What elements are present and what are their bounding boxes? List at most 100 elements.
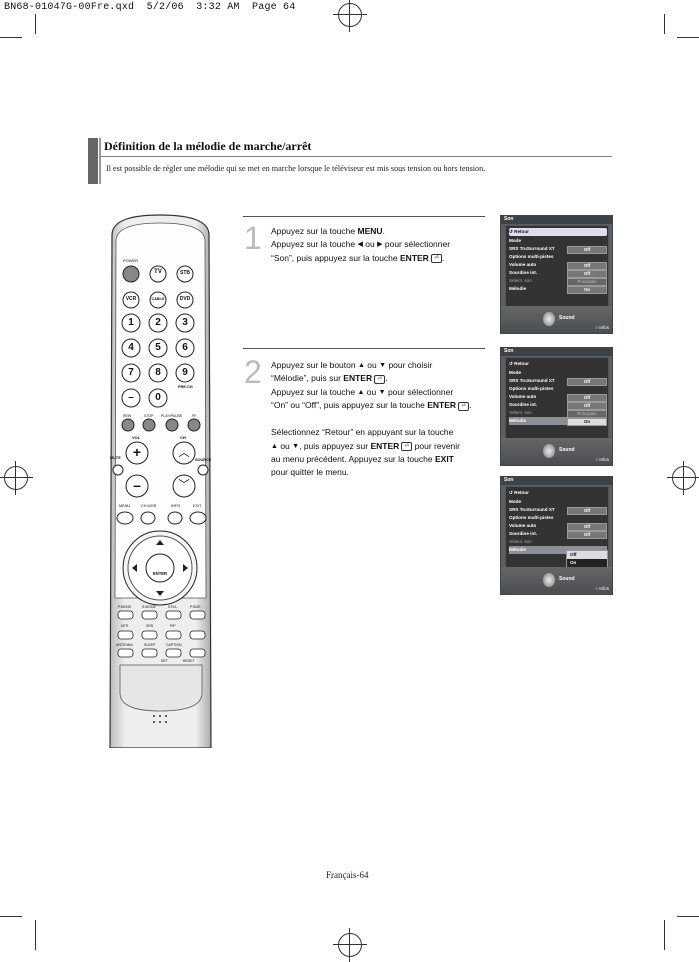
power-button[interactable] <box>123 266 139 282</box>
osd-row-options[interactable]: Options multi-pistes <box>509 386 554 391</box>
digit-4-button[interactable]: 4 <box>128 342 134 353</box>
enter-icon: ⏎ <box>458 401 470 411</box>
osd-info-label: ○ Infos <box>595 586 609 591</box>
step-1-rule <box>243 216 485 217</box>
stb-button[interactable]: STB <box>180 270 190 276</box>
osd-row-mode[interactable]: Mode <box>509 238 521 243</box>
crop-mark <box>35 14 36 34</box>
srs-label: SRS <box>146 624 154 628</box>
digit-1-button[interactable]: 1 <box>128 317 134 328</box>
remote-control <box>109 214 212 748</box>
crop-mark <box>664 14 665 34</box>
dvd-button[interactable]: DVD <box>179 296 191 302</box>
digit-7-button[interactable]: 7 <box>128 367 134 378</box>
registration-mark-bottom <box>333 928 367 962</box>
up-arrow-icon: ▲ <box>271 442 278 450</box>
section-bar <box>88 138 98 184</box>
osd-bottom <box>501 438 612 465</box>
step-2-rule <box>243 348 485 349</box>
chmgr-label: CH MGR <box>141 504 157 508</box>
osd-row-mode[interactable]: Mode <box>509 370 521 375</box>
set-label: SET <box>161 659 168 663</box>
ch-up-button[interactable]: ︿ <box>178 447 190 459</box>
osd-row-mode[interactable]: Mode <box>509 499 521 504</box>
digit-3-button[interactable]: 3 <box>182 317 188 328</box>
osd-row-sourdine[interactable]: Sourdine int.Off <box>509 530 607 539</box>
antenna-label: ANTENNA <box>116 643 133 647</box>
vol-down-button[interactable]: – <box>133 477 141 493</box>
down-arrow-icon: ▼ <box>292 442 300 450</box>
enter-icon: ⏎ <box>430 254 442 264</box>
down-arrow-icon: ▼ <box>379 362 387 370</box>
osd-titlebar: Son <box>501 348 612 356</box>
osd-row-melodie[interactable]: Mélodie <box>509 546 607 554</box>
cable-button[interactable]: CABLE <box>151 297 165 301</box>
osd-titlebar: Son <box>501 216 612 224</box>
up-arrow-icon: ▲ <box>357 388 365 396</box>
digit-0-button[interactable]: 0 <box>155 392 161 403</box>
sleep-label: SLEEP <box>144 643 156 647</box>
left-arrow-icon: ◀ <box>357 241 363 249</box>
osd-row-sourdine[interactable]: Sourdine int.Off <box>509 401 607 410</box>
option-on[interactable]: On <box>570 560 577 565</box>
digit-9-button[interactable]: 9 <box>182 367 188 378</box>
vol-up-button[interactable]: + <box>132 444 142 460</box>
page-footer: Français-64 <box>326 870 369 880</box>
step-1-number: 1 <box>244 220 262 256</box>
osd-row-retour[interactable]: ↺ Retour <box>509 228 607 236</box>
crop-mark <box>35 920 36 950</box>
section-rule <box>101 156 612 157</box>
osd-row-retour[interactable]: ↺ Retour <box>509 361 529 366</box>
vol-label: VOL <box>132 435 141 440</box>
enter-icon: ⏎ <box>374 374 386 384</box>
option-off[interactable]: Off <box>567 551 607 559</box>
section-description: Il est possible de régler une mélodie qu… <box>106 164 486 173</box>
registration-mark-top <box>333 0 367 32</box>
osd-info-label: ○ Infos <box>595 457 609 462</box>
down-arrow-icon: ▼ <box>378 388 386 396</box>
remote-labels: POWER TV STB VCR CABLE DVD 1 2 3 4 5 6 7… <box>107 213 214 748</box>
osd-row-sourdine[interactable]: Sourdine int.Off <box>509 269 607 278</box>
digit-2-button[interactable]: 2 <box>155 317 161 328</box>
tv-button[interactable]: TV <box>154 269 162 275</box>
osd-bottom <box>501 306 612 333</box>
osd-sound-label: Sound <box>559 315 575 321</box>
osd-sound-label: Sound <box>559 447 575 453</box>
right-arrow-icon: ▶ <box>377 241 383 249</box>
psize-label: P.SIZE <box>190 605 201 609</box>
prech-label: PRE-CH <box>178 385 193 389</box>
vcr-button[interactable]: VCR <box>125 296 137 302</box>
osd-sound-label: Sound <box>559 576 575 582</box>
enter-button[interactable]: ENTER <box>152 571 168 576</box>
digit-6-button[interactable]: 6 <box>182 342 188 353</box>
osd-row-select-son[interactable]: Sélect. son <box>509 539 532 544</box>
ch-down-button[interactable]: ﹀ <box>178 479 190 491</box>
still-label: STILL <box>168 605 178 609</box>
digit-8-button[interactable]: 8 <box>155 367 161 378</box>
dash-button[interactable]: – <box>128 392 134 403</box>
osd-row-options[interactable]: Options multi-pistes <box>509 515 554 520</box>
digit-5-button[interactable]: 5 <box>155 342 161 353</box>
crop-mark <box>0 37 22 38</box>
osd-row-retour[interactable]: ↺ Retour <box>509 490 529 495</box>
pmode-label: P.MODE <box>118 605 132 609</box>
reset-label: RESET <box>183 659 195 663</box>
osd-row-options[interactable]: Options multi-pistes <box>509 254 554 259</box>
menu-label: MENU <box>119 504 131 508</box>
up-arrow-icon: ▲ <box>357 362 365 370</box>
step-1-text: Appuyez sur la touche MENU. Appuyez sur … <box>271 226 451 264</box>
osd-titlebar: Son <box>501 477 612 485</box>
info-label: INFO <box>171 504 181 508</box>
